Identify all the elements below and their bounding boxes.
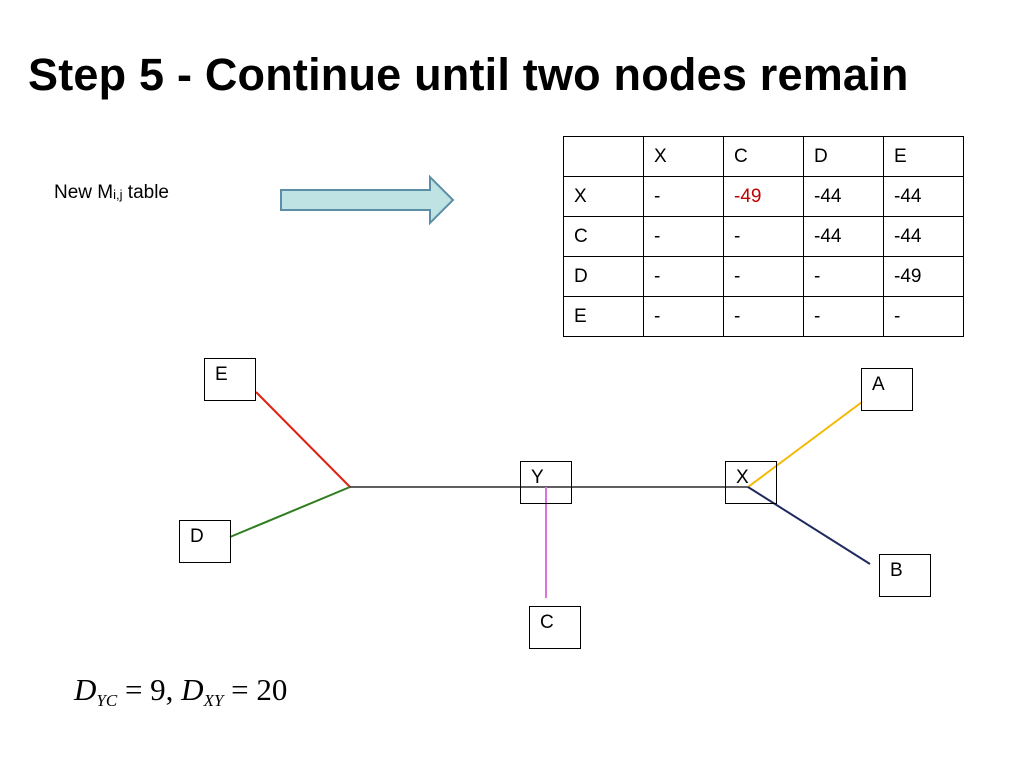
table-cell: -	[803, 296, 884, 337]
node-c: C	[529, 606, 581, 649]
row-label-cell: E	[563, 296, 644, 337]
formula-eq2: = 20	[223, 672, 288, 707]
formula-d2-sub: XY	[203, 691, 224, 710]
node-b: B	[879, 554, 931, 597]
node-a: A	[861, 368, 913, 411]
table-cell: -	[723, 216, 804, 257]
table-header-cell: C	[723, 136, 804, 177]
row-label-cell: X	[563, 176, 644, 217]
table-header-cell: X	[643, 136, 724, 177]
table-cell: -	[723, 256, 804, 297]
formula-d1: D	[74, 672, 97, 707]
edge-a	[747, 401, 863, 488]
node-d: D	[179, 520, 231, 563]
caption-subscript: i,j	[113, 187, 123, 202]
table-cell: -	[723, 296, 804, 337]
table-cell: -	[643, 296, 724, 337]
table-header-row: X C D E	[563, 136, 964, 177]
table-cell: -44	[803, 176, 884, 217]
table-cell: -	[643, 176, 724, 217]
slide-title: Step 5 - Continue until two nodes remain	[28, 49, 909, 100]
table-cell: -	[883, 296, 964, 337]
formula-d2: D	[181, 672, 204, 707]
node-e: E	[204, 358, 256, 401]
formula-eq1: = 9,	[117, 672, 182, 707]
node-y: Y	[520, 461, 572, 504]
table-header-cell: D	[803, 136, 884, 177]
node-x: X	[725, 461, 777, 504]
table-cell: -	[643, 216, 724, 257]
formula-d1-sub: YC	[96, 691, 118, 710]
table-caption: New Mi,j table	[54, 182, 169, 204]
table-cell: -44	[883, 216, 964, 257]
table-row: E - - - -	[563, 296, 964, 337]
table-row: X - -49 -44 -44	[563, 176, 964, 217]
table-corner-cell	[563, 136, 644, 177]
caption-suffix: table	[122, 182, 169, 203]
right-arrow-icon	[280, 174, 455, 226]
arrow-shape	[280, 174, 455, 226]
distance-formula: DYC = 9, DXY = 20	[74, 672, 288, 710]
edge-b	[747, 486, 871, 565]
table-row: C - - -44 -44	[563, 216, 964, 257]
caption-main: New M	[54, 182, 114, 203]
row-label-cell: D	[563, 256, 644, 297]
edge-d	[229, 486, 351, 538]
row-label-cell: C	[563, 216, 644, 257]
table-header-cell: E	[883, 136, 964, 177]
table-cell: -49	[883, 256, 964, 297]
edge-e	[255, 391, 351, 488]
table-cell: -44	[803, 216, 884, 257]
table-row: D - - - -49	[563, 256, 964, 297]
mij-table: X C D E X - -49 -44 -44 C - - -44 -44 D …	[563, 136, 964, 337]
